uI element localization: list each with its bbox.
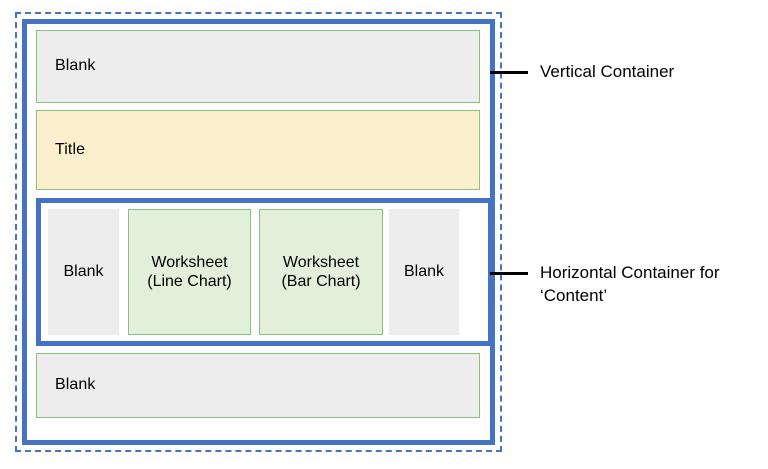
content-item-worksheet-bar-chart-label: Worksheet (Bar Chart) — [281, 253, 361, 290]
vertical-row-blank-bottom: Blank — [36, 353, 480, 418]
content-item-blank-right-label: Blank — [403, 263, 445, 281]
content-item-worksheet-line-chart: Worksheet (Line Chart) — [128, 209, 251, 335]
content-item-blank-right: Blank — [389, 209, 459, 335]
leader-line-vertical-container — [490, 71, 528, 74]
content-item-blank-left: Blank — [48, 209, 119, 335]
vertical-row-title-label: Title — [55, 140, 86, 158]
vertical-row-title: Title — [36, 110, 480, 190]
content-item-worksheet-line-chart-label: Worksheet (Line Chart) — [147, 253, 232, 290]
vertical-row-blank-top: Blank — [36, 30, 480, 103]
vertical-row-blank-top-label: Blank — [55, 57, 96, 75]
annotation-vertical-container: Vertical Container — [540, 62, 675, 81]
vertical-container-dashed-outline — [15, 12, 502, 452]
leader-line-horizontal-container — [490, 272, 528, 275]
content-item-worksheet-bar-chart: Worksheet (Bar Chart) — [259, 209, 383, 335]
content-item-blank-left-label: Blank — [63, 263, 104, 281]
annotation-horizontal-container: Horizontal Container for ‘Content’ — [540, 263, 720, 306]
vertical-row-blank-bottom-label: Blank — [55, 376, 96, 394]
